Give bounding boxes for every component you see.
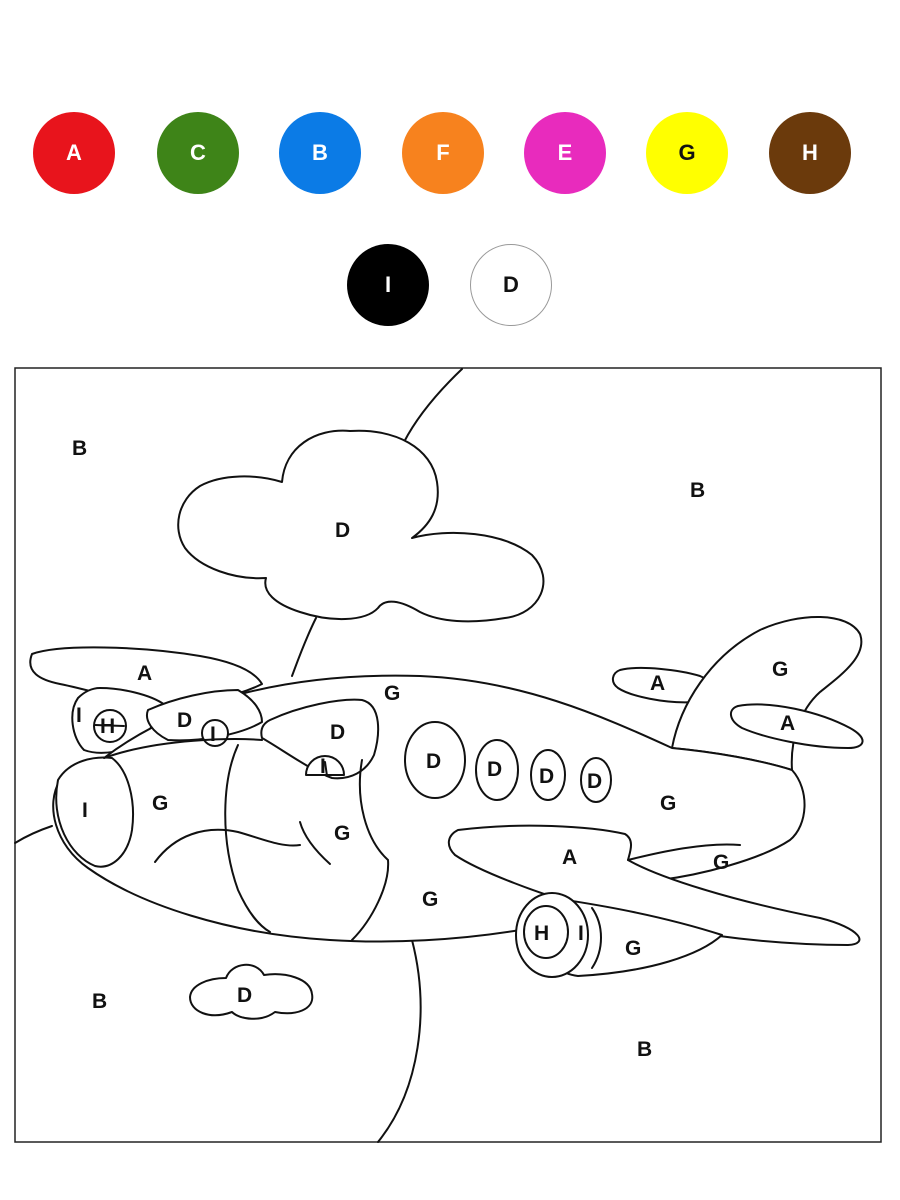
swatch-letter: F: [436, 140, 450, 165]
swatch-letter: I: [384, 272, 392, 297]
swatch-letter: H: [802, 140, 818, 165]
window-3: [530, 749, 566, 801]
swatch-letter: E: [557, 140, 573, 165]
label-sky-bottom-left: B: [92, 990, 107, 1013]
label-fuselage-top: G: [384, 682, 400, 705]
swatch-letter: A: [66, 140, 82, 165]
window-4: [580, 757, 612, 803]
window-2: [475, 739, 519, 801]
label-window-3: D: [539, 765, 554, 788]
divider-nose: [103, 738, 263, 759]
label-engine-ring: I: [578, 922, 584, 945]
divider-front: [224, 744, 271, 933]
label-cockpit-left: D: [177, 709, 192, 732]
label-tail-stab-right: A: [780, 712, 795, 735]
swatch-letter: B: [312, 140, 328, 165]
label-fuselage-rear: G: [660, 792, 676, 815]
main-wing: [447, 824, 861, 946]
label-engine-body: G: [625, 937, 641, 960]
swatch-h: H: [769, 112, 851, 194]
label-sky-top-right: B: [690, 479, 705, 502]
divider-cabin: [351, 759, 390, 941]
label-cabin-front: G: [334, 822, 350, 845]
color-key: A C B F E G H I D: [0, 0, 900, 340]
knob-line: [324, 761, 328, 777]
swatch-letter: G: [678, 140, 696, 165]
swatch-a: A: [33, 112, 115, 194]
label-cockpit-knob: I: [210, 723, 216, 746]
sky-line-bottom: [377, 939, 422, 1143]
engine-cowl: [591, 907, 602, 969]
swatch-g: G: [646, 112, 728, 194]
label-engine-hub: H: [534, 922, 549, 945]
label-main-wing: A: [562, 846, 577, 869]
swatch-e: E: [524, 112, 606, 194]
label-sky-top-left: B: [72, 437, 87, 460]
label-cockpit-right: D: [330, 721, 345, 744]
swatch-c: C: [157, 112, 239, 194]
sky-line-mid: [291, 617, 317, 677]
label-wing-back: G: [713, 851, 729, 874]
label-nose: G: [152, 792, 168, 815]
sky-line-top: [403, 368, 463, 443]
label-window-4: D: [587, 770, 602, 793]
label-window-1: D: [426, 750, 441, 773]
label-tail-fin: G: [772, 658, 788, 681]
sky-line-left: [14, 825, 53, 844]
engine-hub: [523, 905, 569, 959]
tail-stabilizer-right: [730, 703, 864, 749]
label-big-cloud: D: [335, 519, 350, 542]
swatch-i: I: [347, 244, 429, 326]
label-tail-stab-small: A: [650, 672, 665, 695]
divider-nose-inner: [154, 828, 301, 863]
label-window-2: D: [487, 758, 502, 781]
window-1: [404, 721, 466, 799]
rear-engine-line: [94, 724, 125, 727]
wing-back: [627, 843, 741, 861]
label-belly: G: [422, 888, 438, 911]
label-cockpit-knob-2: I: [320, 755, 326, 778]
label-sky-bottom-right: B: [637, 1038, 652, 1061]
label-top-wing: A: [137, 662, 152, 685]
swatch-letter: C: [190, 140, 206, 165]
swatch-f: F: [402, 112, 484, 194]
divider-cabin-inner: [299, 821, 331, 865]
big-cloud: [177, 429, 545, 623]
cockpit-window-right: [260, 698, 380, 780]
swatch-letter: D: [503, 272, 519, 297]
cockpit-window-left: [146, 689, 263, 742]
label-nose-cap: I: [82, 799, 88, 822]
swatch-d: D: [470, 244, 552, 326]
label-rear-engine-hub: H: [100, 715, 115, 738]
swatch-b: B: [279, 112, 361, 194]
label-small-cloud: D: [237, 984, 252, 1007]
small-cloud: [189, 963, 314, 1020]
label-rear-engine: I: [76, 704, 82, 727]
nose-cap: [55, 756, 134, 868]
